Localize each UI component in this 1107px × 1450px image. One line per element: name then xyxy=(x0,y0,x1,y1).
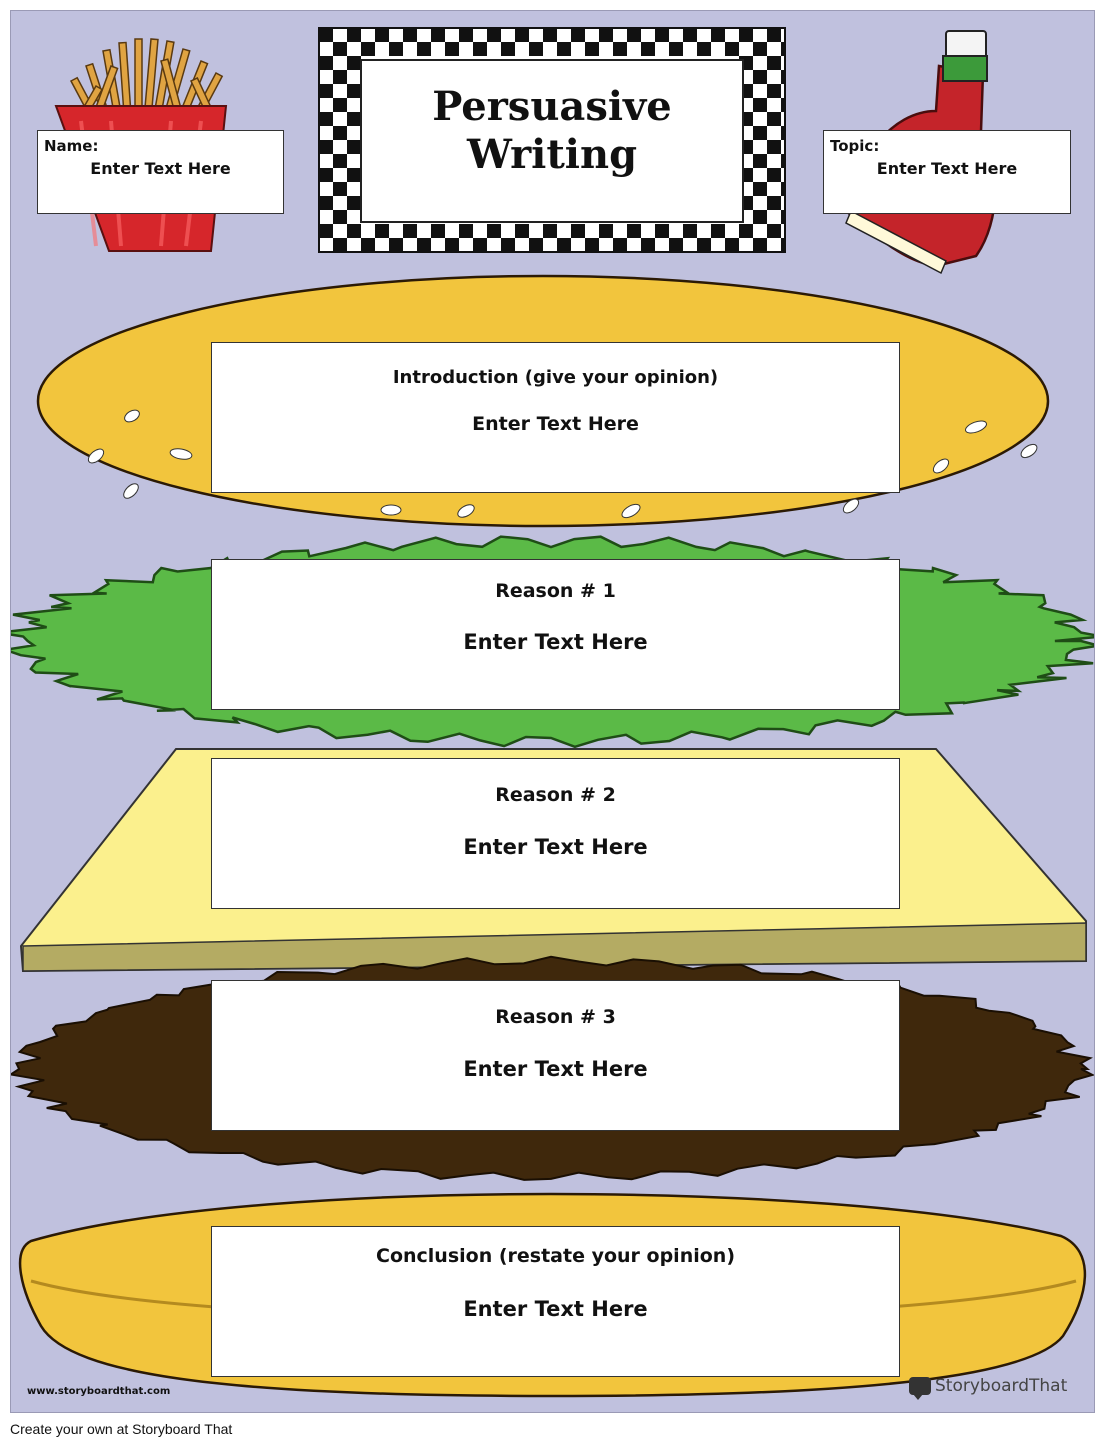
conclusion-box[interactable]: Conclusion (restate your opinion) Enter … xyxy=(211,1226,900,1377)
introduction-heading: Introduction (give your opinion) xyxy=(392,367,719,388)
name-field[interactable]: Name: Enter Text Here xyxy=(37,130,284,214)
conclusion-heading: Conclusion (restate your opinion) xyxy=(376,1245,735,1267)
introduction-box[interactable]: Introduction (give your opinion) Enter T… xyxy=(211,342,900,493)
brand-name: StoryboardThat xyxy=(935,1376,1068,1396)
reason-3-value[interactable]: Enter Text Here xyxy=(463,1057,648,1081)
title-block: Persuasive Writing xyxy=(319,28,785,252)
website-url[interactable]: www.storyboardthat.com xyxy=(27,1386,171,1397)
topic-field[interactable]: Topic: Enter Text Here xyxy=(823,130,1071,214)
reason-3-box[interactable]: Reason # 3 Enter Text Here xyxy=(211,980,900,1131)
reason-2-value[interactable]: Enter Text Here xyxy=(463,835,648,859)
topic-label: Topic: xyxy=(830,137,880,155)
reason-2-heading: Reason # 2 xyxy=(495,784,616,806)
title-line-2: Writing xyxy=(466,131,638,178)
reason-1-heading: Reason # 1 xyxy=(495,580,616,602)
name-value[interactable]: Enter Text Here xyxy=(90,159,231,178)
reason-1-box[interactable]: Reason # 1 Enter Text Here xyxy=(211,559,900,710)
brand-logo[interactable]: StoryboardThat xyxy=(909,1374,1068,1400)
topic-value[interactable]: Enter Text Here xyxy=(876,159,1018,178)
title-card: Persuasive Writing xyxy=(360,59,744,223)
introduction-value[interactable]: Enter Text Here xyxy=(472,413,639,435)
worksheet-canvas: Persuasive Writing Name: Enter Text Here… xyxy=(10,10,1095,1413)
storyboardthat-logo-icon xyxy=(909,1377,931,1400)
reason-2-box[interactable]: Reason # 2 Enter Text Here xyxy=(211,758,900,909)
name-label: Name: xyxy=(44,137,99,155)
footer-link[interactable]: Create your own at Storyboard That xyxy=(10,1421,233,1437)
conclusion-value[interactable]: Enter Text Here xyxy=(463,1297,648,1321)
title-line-1: Persuasive xyxy=(432,83,672,130)
reason-3-heading: Reason # 3 xyxy=(495,1006,616,1028)
reason-1-value[interactable]: Enter Text Here xyxy=(463,630,648,654)
